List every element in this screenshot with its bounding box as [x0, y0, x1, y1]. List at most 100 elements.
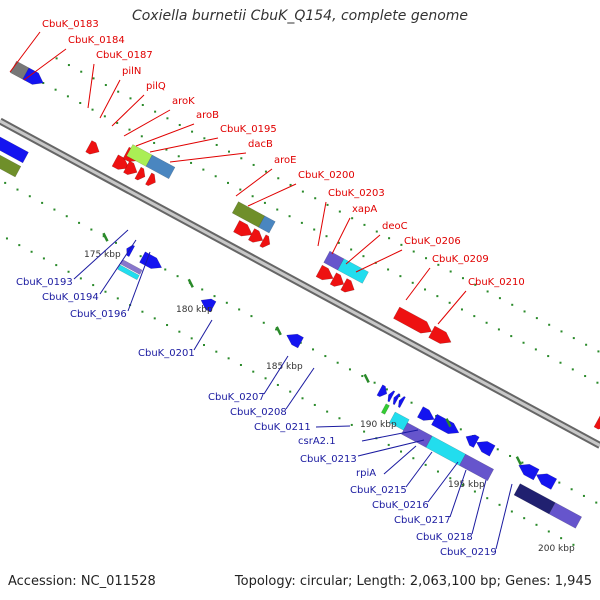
ruler-dot [262, 321, 265, 324]
gene-arrow-reverse [376, 384, 388, 398]
gene-label-forward: CbuK_0195 [220, 124, 277, 135]
ruler-dot [215, 350, 218, 353]
gene-label-forward: CbuK_0184 [68, 35, 125, 46]
gene-arrow-reverse [392, 393, 401, 406]
ruler-dot [191, 130, 194, 133]
gene-label-forward: CbuK_0187 [96, 50, 153, 61]
ruler-dot [313, 228, 316, 231]
ruler-dot [30, 250, 33, 253]
ruler-dot [572, 337, 575, 340]
ruler-dot [54, 88, 57, 91]
ruler-dot [350, 248, 353, 251]
ruler-dot [201, 288, 204, 291]
ruler-dot [228, 150, 231, 153]
gene-arrow-forward [259, 234, 271, 248]
ruler-dot [103, 115, 106, 118]
gene-label-leader [123, 109, 171, 137]
ruler-dot [410, 401, 413, 404]
gene-arrow-reverse [200, 298, 217, 313]
gene-block-reverse [548, 502, 583, 529]
ruler-dot [411, 281, 414, 284]
gene-label-leader [345, 234, 381, 265]
accession-text: Accession: NC_011528 [8, 574, 156, 589]
ruler-dot [473, 315, 476, 318]
ruler-dot [67, 270, 70, 273]
gene-label-reverse: CbuK_0194 [42, 292, 99, 303]
gene-arrow-reverse [0, 136, 29, 164]
ruler-dot [474, 283, 477, 286]
gene-label-reverse: CbuK_0217 [394, 515, 451, 526]
gene-label-leader [331, 217, 351, 255]
ruler-dot [165, 148, 168, 151]
ruler-dot [534, 348, 537, 351]
gene-arrow-reverse [518, 463, 540, 481]
ruler-dot [276, 208, 279, 211]
scale-tick [363, 373, 370, 383]
scale-tick-label: 175 kbp [84, 250, 121, 260]
ruler-dot [523, 517, 526, 520]
ruler-dot [412, 457, 415, 460]
gene-arrow-forward [123, 160, 138, 175]
ruler-dot [42, 82, 45, 85]
ruler-dot [486, 290, 489, 293]
gene-label-leader [111, 94, 145, 127]
ruler-dot [166, 117, 169, 120]
ruler-dot [104, 84, 107, 87]
ruler-dot [240, 157, 243, 160]
ruler-dot [523, 310, 526, 313]
gene-label-leader [449, 469, 467, 518]
scale-tick-label: 185 kbp [266, 362, 303, 372]
ruler-dot [496, 448, 499, 451]
ruler-dot [387, 268, 390, 271]
ruler-dot [326, 410, 329, 413]
gene-label-forward: deoC [382, 221, 408, 232]
ruler-dot [522, 341, 525, 344]
gene-label-leader [235, 168, 273, 197]
gene-label-forward: dacB [248, 139, 273, 150]
gene-arrow-reverse [139, 251, 163, 269]
ruler-dot [548, 323, 551, 326]
gene-label-forward: CbuK_0209 [432, 254, 489, 265]
ruler-dot [313, 403, 316, 406]
gene-block-reverse [380, 403, 390, 415]
gene-arrow-reverse [416, 406, 435, 421]
ruler-dot [436, 295, 439, 298]
ruler-dot [362, 255, 365, 258]
gene-label-forward: CbuK_0206 [404, 236, 461, 247]
ruler-dot [348, 368, 351, 371]
ruler-dot [238, 308, 241, 311]
ruler-dot [388, 237, 391, 240]
gene-arrow-reverse [535, 473, 558, 490]
gene-arrow-forward [134, 166, 146, 181]
ruler-dot [596, 381, 599, 384]
ruler-dot [425, 257, 428, 260]
ruler-dot [314, 197, 317, 200]
ruler-dot [129, 97, 132, 100]
gene-label-leader [383, 445, 417, 475]
ruler-dot [498, 503, 501, 506]
ruler-dot [91, 108, 94, 111]
gene-arrow-forward [111, 154, 130, 170]
ruler-dot [176, 275, 179, 278]
gene-label-leader [99, 239, 137, 295]
gene-label-leader [405, 267, 431, 301]
ruler-dot [399, 275, 402, 278]
gene-label-forward: aroE [274, 155, 296, 166]
ruler-dot [139, 255, 142, 258]
ruler-dot [387, 443, 390, 446]
scale-tick [515, 456, 522, 466]
ruler-dot [288, 215, 291, 218]
ruler-dot [570, 488, 573, 491]
ruler-dot [351, 217, 354, 220]
ruler-dot [510, 335, 513, 338]
gene-label-forward: CbuK_0183 [42, 19, 99, 30]
gene-arrow-forward [593, 415, 600, 430]
ruler-dot [116, 297, 119, 300]
ruler-dot [141, 310, 144, 313]
ruler-dot [5, 237, 8, 240]
ruler-dot [571, 368, 574, 371]
ruler-dot [42, 257, 45, 260]
ruler-dot [560, 330, 563, 333]
gene-arrow-forward [233, 220, 253, 237]
gene-label-leader [23, 48, 67, 81]
